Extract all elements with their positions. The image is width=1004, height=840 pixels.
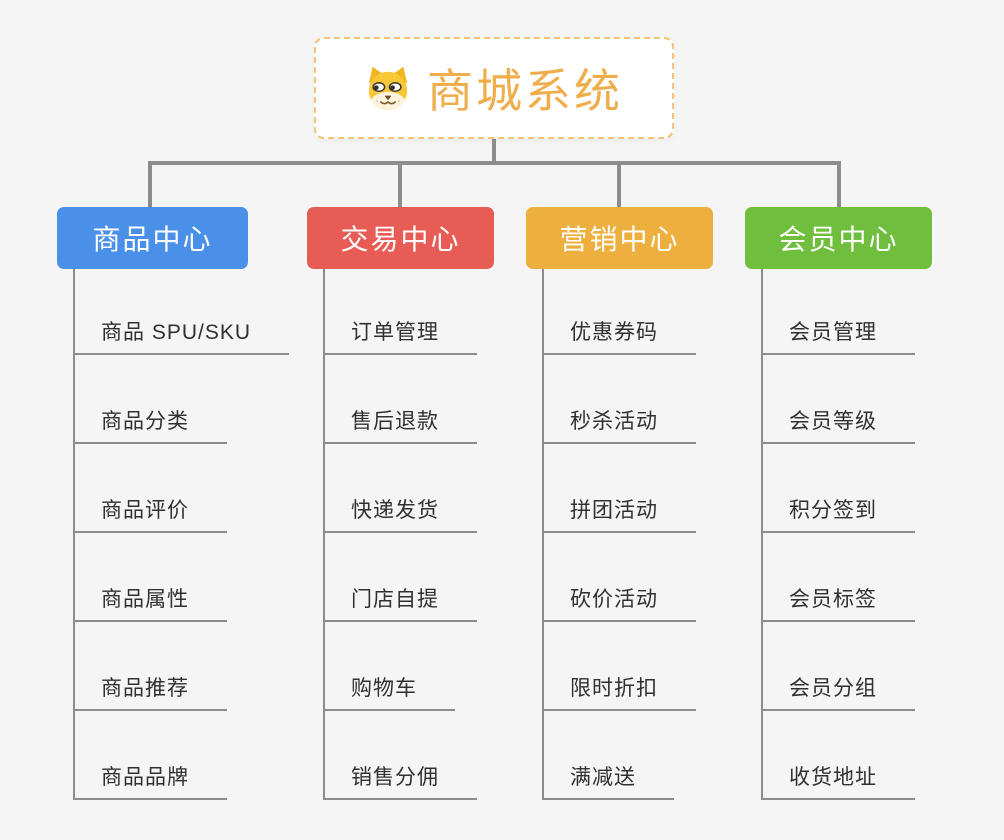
branch-trunk-line xyxy=(73,269,75,800)
root-node[interactable]: 商城系统 xyxy=(314,37,674,139)
branch-member-center: 会员中心 会员管理 会员等级 积分签到 会员标签 会员分组 收货地址 xyxy=(745,207,932,800)
branch-marketing-center: 营销中心 优惠券码 秒杀活动 拼团活动 砍价活动 限时折扣 满减送 xyxy=(526,207,713,800)
leaf-node[interactable]: 商品分类 xyxy=(73,355,227,444)
leaf-node[interactable]: 销售分佣 xyxy=(323,711,477,800)
branch-trunk-line xyxy=(761,269,763,800)
branch-node-member-center[interactable]: 会员中心 xyxy=(745,207,932,269)
branch-trunk-line xyxy=(542,269,544,800)
branch-node-product-center[interactable]: 商品中心 xyxy=(57,207,248,269)
leaf-node[interactable]: 购物车 xyxy=(323,622,455,711)
connector-drop-3 xyxy=(617,161,621,207)
leaf-node[interactable]: 商品 SPU/SKU xyxy=(73,269,290,355)
leaf-node[interactable]: 会员管理 xyxy=(761,269,915,355)
root-node-label: 商城系统 xyxy=(427,65,623,117)
connector-drop-4 xyxy=(837,161,841,207)
leaf-node[interactable]: 商品推荐 xyxy=(73,622,227,711)
branch-trade-center: 交易中心 订单管理 售后退款 快递发货 门店自提 购物车 销售分佣 xyxy=(307,207,494,800)
leaf-node[interactable]: 秒杀活动 xyxy=(542,355,696,444)
connector-drop-2 xyxy=(398,161,402,207)
leaf-node[interactable]: 收货地址 xyxy=(761,711,915,800)
leaf-node[interactable]: 订单管理 xyxy=(323,269,477,355)
leaf-node[interactable]: 拼团活动 xyxy=(542,444,696,533)
branch-trunk-line xyxy=(323,269,325,800)
leaf-node[interactable]: 满减送 xyxy=(542,711,674,800)
leaf-node[interactable]: 快递发货 xyxy=(323,444,477,533)
branch-node-marketing-center[interactable]: 营销中心 xyxy=(526,207,713,269)
connector-drop-1 xyxy=(148,161,152,207)
leaf-node[interactable]: 会员标签 xyxy=(761,533,915,622)
leaf-node[interactable]: 砍价活动 xyxy=(542,533,696,622)
leaf-node[interactable]: 商品评价 xyxy=(73,444,227,533)
leaf-node[interactable]: 积分签到 xyxy=(761,444,915,533)
leaf-node[interactable]: 商品品牌 xyxy=(73,711,227,800)
dog-face-icon xyxy=(365,65,411,111)
leaf-node[interactable]: 会员分组 xyxy=(761,622,915,711)
leaf-node[interactable]: 限时折扣 xyxy=(542,622,696,711)
connector-root-trunk xyxy=(492,139,496,163)
leaf-node[interactable]: 会员等级 xyxy=(761,355,915,444)
branch-node-trade-center[interactable]: 交易中心 xyxy=(307,207,494,269)
connector-horizontal xyxy=(148,161,841,165)
leaf-node[interactable]: 优惠券码 xyxy=(542,269,696,355)
leaf-node[interactable]: 售后退款 xyxy=(323,355,477,444)
branch-product-center: 商品中心 商品 SPU/SKU 商品分类 商品评价 商品属性 商品推荐 商品品牌 xyxy=(57,207,290,800)
leaf-node[interactable]: 商品属性 xyxy=(73,533,227,622)
leaf-node[interactable]: 门店自提 xyxy=(323,533,477,622)
